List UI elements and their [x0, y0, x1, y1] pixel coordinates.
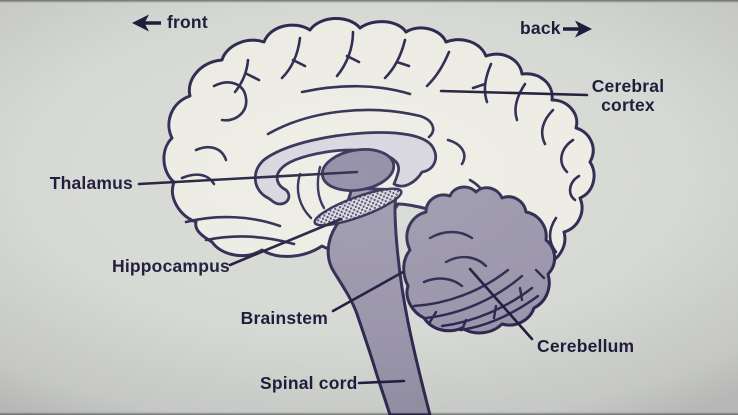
label-back: back — [520, 18, 561, 38]
thalamus-leader-line — [137, 170, 359, 186]
label-hippocampus: Hippocampus — [112, 256, 230, 276]
cerebellum-folds — [412, 230, 546, 332]
label-thalamus: Thalamus — [49, 173, 133, 193]
photo-edge-bottom — [0, 412, 738, 415]
hippocampus-leader-line — [228, 217, 343, 267]
photo-edge-top — [0, 0, 738, 3]
corpus-callosum-shape — [253, 131, 437, 206]
cerebellum-leader-line — [468, 267, 534, 341]
spinal-cord-leader-line — [357, 379, 406, 385]
hippocampus-shape — [313, 187, 403, 227]
label-cerebellum: Cerebellum — [537, 336, 635, 356]
front-arrow-icon — [132, 14, 161, 32]
back-arrow-icon — [563, 20, 592, 38]
brainstem-leader-line — [331, 270, 405, 313]
thalamus-shape — [320, 148, 396, 192]
septum-lines — [296, 165, 326, 220]
label-front: front — [167, 12, 208, 32]
label-brainstem: Brainstem — [240, 308, 328, 328]
cerebral-cortex-leader-line — [439, 89, 589, 97]
label-spinal-cord: Spinal cord — [260, 373, 358, 393]
brainstem-shape — [326, 186, 432, 415]
label-cerebral-cortex: Cerebral cortex — [591, 76, 665, 115]
